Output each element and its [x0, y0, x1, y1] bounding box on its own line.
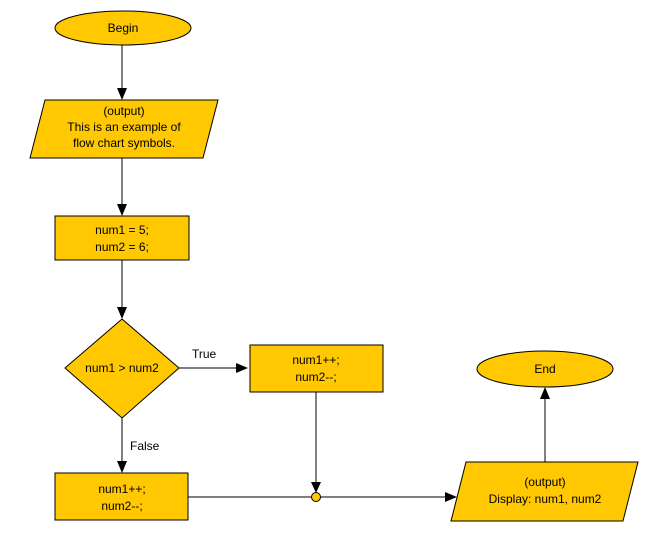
assign-process-box: num1 = 5; num2 = 6; [54, 215, 190, 261]
arrowhead-decision-true [236, 363, 248, 373]
decision-diamond: num1 > num2 [64, 318, 180, 419]
junction-connector [311, 492, 321, 502]
arrowhead-output-to-assign [117, 204, 127, 216]
assign-line-2: num2 = 6; [95, 240, 149, 254]
true-process-line-2: num2--; [295, 370, 336, 384]
true-edge-label: True [192, 347, 217, 361]
output-display-line-2: Display: num1, num2 [489, 492, 602, 506]
false-process-line-1: num1++; [98, 482, 145, 496]
arrowhead-true-process-to-junction [311, 482, 321, 493]
true-process-line-1: num1++; [292, 353, 339, 367]
end-label: End [534, 362, 555, 376]
decision-label: num1 > num2 [85, 361, 159, 375]
false-process-box: num1++; num2--; [54, 472, 189, 521]
false-process-line-2: num2--; [101, 499, 142, 513]
output-intro-line-1: (output) [103, 104, 144, 118]
output-intro-line-2: This is an example of [67, 120, 181, 134]
begin-label: Begin [108, 21, 139, 35]
output-intro-line-3: flow chart symbols. [73, 136, 175, 150]
begin-terminator: Begin [54, 10, 192, 46]
arrowhead-output-to-end [540, 387, 550, 399]
output-intro-parallelogram: (output) This is an example of flow char… [29, 99, 219, 159]
arrowhead-decision-false [117, 461, 127, 473]
output-display-line-1: (output) [524, 475, 565, 489]
true-process-box: num1++; num2--; [249, 344, 384, 393]
output-display-parallelogram: (output) Display: num1, num2 [450, 461, 639, 522]
assign-line-1: num1 = 5; [95, 223, 149, 237]
false-edge-label: False [130, 439, 160, 453]
end-terminator: End [476, 350, 614, 388]
arrowhead-to-output-display [445, 492, 457, 502]
arrowhead-begin-to-output [117, 88, 127, 100]
arrowhead-assign-to-decision [117, 307, 127, 319]
